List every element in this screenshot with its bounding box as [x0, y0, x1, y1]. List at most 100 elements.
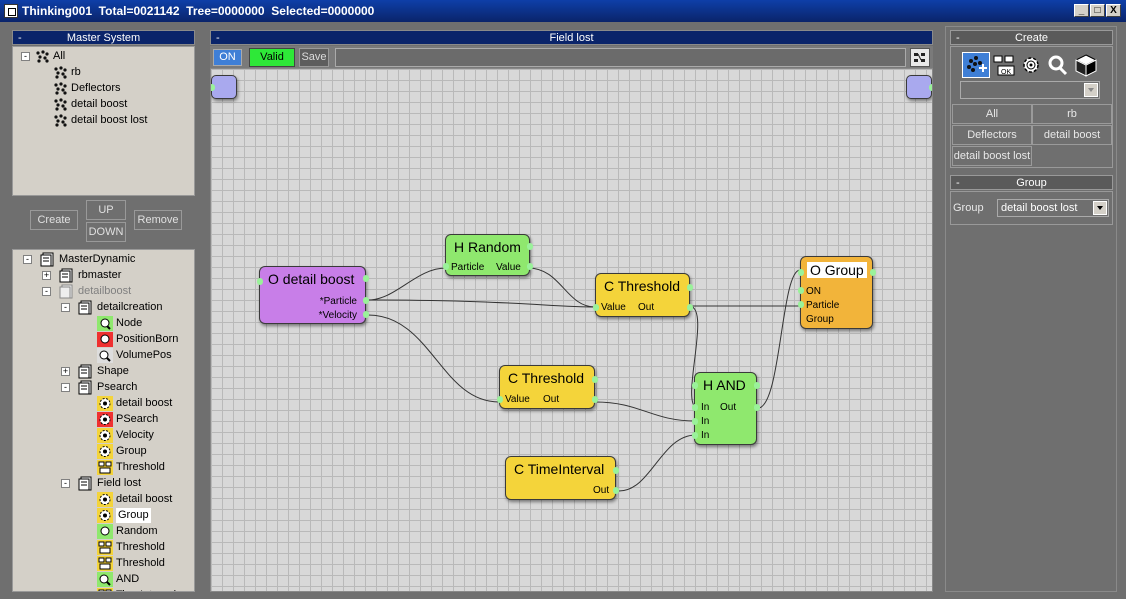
- dynamic-tree-item[interactable]: Node: [116, 317, 143, 329]
- port-label: *Particle: [319, 296, 357, 307]
- node-h-random[interactable]: H Random Particle Value: [443, 234, 533, 276]
- group-panel-title: Group: [1016, 177, 1047, 189]
- dynamic-tree-item[interactable]: Velocity: [116, 429, 154, 441]
- layout-icon[interactable]: [910, 48, 930, 67]
- node-title: C Threshold: [604, 278, 681, 294]
- node-icon: [97, 316, 113, 331]
- tree-expander[interactable]: -: [61, 383, 70, 392]
- master-system-header[interactable]: - Master System: [12, 30, 195, 45]
- minimize-button[interactable]: _: [1074, 4, 1089, 17]
- field-header[interactable]: - Field lost: [210, 30, 933, 45]
- dynamic-tree-item[interactable]: Shape: [97, 365, 129, 377]
- port-label: Value: [496, 262, 521, 273]
- dynamic-tree-item[interactable]: Threshold: [116, 557, 165, 569]
- thresh-icon: [97, 556, 113, 571]
- create-group-detail-boost[interactable]: detail boost: [1032, 125, 1112, 145]
- node-detail-boost[interactable]: O detail boost *Particle *Velocity: [257, 266, 369, 324]
- dynamic-tree-item[interactable]: Random: [116, 525, 158, 537]
- cube-icon[interactable]: [1073, 52, 1099, 78]
- doc-icon: [78, 300, 94, 315]
- node-canvas[interactable]: O detail boost *Particle *Velocity H Ran…: [210, 68, 933, 592]
- window-titlebar: Thinking001 Total=0021142 Tree=0000000 S…: [0, 0, 1126, 22]
- dynamic-tree-item[interactable]: Group: [116, 508, 151, 523]
- particle-add-icon[interactable]: [962, 52, 990, 78]
- node-c-timeinterval[interactable]: C TimeInterval Out: [505, 456, 619, 500]
- dynamic-tree-item[interactable]: detailboost: [78, 285, 132, 297]
- create-group-deflectors[interactable]: Deflectors: [952, 125, 1032, 145]
- create-panel-header[interactable]: - Create: [950, 30, 1113, 45]
- dynamic-tree-item[interactable]: Psearch: [97, 381, 138, 393]
- tree-expander[interactable]: -: [23, 255, 32, 264]
- master-system-item[interactable]: Deflectors: [71, 82, 121, 94]
- port-label: In: [701, 402, 710, 413]
- gear-icon: [97, 492, 113, 507]
- dynamic-tree-item[interactable]: TimeInterval: [116, 588, 176, 591]
- dynamic-tree-item[interactable]: VolumePos: [116, 349, 172, 361]
- doc-icon: [78, 364, 94, 379]
- rand-icon: [97, 524, 113, 539]
- dynamic-tree-item[interactable]: PSearch: [116, 413, 159, 425]
- node-c-threshold-1[interactable]: C Threshold Value Out: [593, 273, 693, 317]
- on-button[interactable]: ON: [213, 49, 242, 66]
- up-button[interactable]: UP: [86, 200, 126, 220]
- gear-icon[interactable]: [1019, 52, 1043, 78]
- dynamic-tree-item[interactable]: MasterDynamic: [59, 253, 136, 265]
- tree-expander[interactable]: +: [61, 366, 70, 376]
- tree-expander[interactable]: -: [61, 479, 70, 488]
- tree-expander[interactable]: -: [42, 287, 51, 296]
- node-h-and[interactable]: H AND In Out In In: [692, 372, 760, 445]
- dynamic-tree-item[interactable]: detail boost: [116, 493, 173, 505]
- valid-button[interactable]: Valid: [249, 48, 295, 67]
- tree-expander[interactable]: -: [21, 52, 30, 61]
- create-group-all[interactable]: All: [952, 104, 1032, 124]
- node-c-threshold-2[interactable]: C Threshold Value Out: [497, 365, 598, 409]
- dynamic-tree-item[interactable]: AND: [116, 573, 140, 585]
- create-group-rb[interactable]: rb: [1032, 104, 1112, 124]
- chevron-down-icon[interactable]: [1093, 201, 1107, 215]
- port-label: Value: [601, 302, 626, 313]
- collapse-icon[interactable]: -: [956, 32, 960, 44]
- create-group-detail-boost-lost[interactable]: detail boost lost: [952, 146, 1032, 166]
- node-o-group[interactable]: O Group ON Particle Group: [798, 256, 876, 329]
- dynamic-tree-item[interactable]: Threshold: [116, 541, 165, 553]
- close-button[interactable]: X: [1106, 4, 1121, 17]
- port-label: ON: [806, 286, 821, 297]
- save-button[interactable]: Save: [299, 48, 329, 67]
- port-label: *Velocity: [318, 310, 357, 321]
- tree-expander[interactable]: +: [42, 270, 51, 280]
- dynamic-tree-item[interactable]: detail boost: [116, 397, 173, 409]
- down-button[interactable]: DOWN: [86, 222, 126, 242]
- output-terminal[interactable]: [906, 75, 932, 99]
- master-system-item[interactable]: rb: [71, 66, 81, 78]
- input-terminal[interactable]: [211, 75, 237, 99]
- dynamic-tree-item[interactable]: rbmaster: [78, 269, 122, 281]
- dynamic-tree-item[interactable]: Field lost: [97, 477, 142, 489]
- dynamic-tree-item[interactable]: detailcreation: [97, 301, 163, 313]
- gear-icon: [97, 396, 113, 411]
- create-dropdown[interactable]: [960, 81, 1100, 99]
- operator-icon[interactable]: OK: [992, 52, 1016, 78]
- collapse-icon[interactable]: -: [18, 32, 22, 44]
- gear-icon: [97, 428, 113, 443]
- tree-expander[interactable]: -: [61, 303, 70, 312]
- remove-button[interactable]: Remove: [134, 210, 182, 230]
- master-system-item[interactable]: All: [53, 50, 66, 62]
- collapse-icon[interactable]: -: [216, 32, 220, 44]
- port-label: Out: [543, 394, 560, 405]
- gear-icon: [97, 444, 113, 459]
- field-toolbar: ON Valid Save: [210, 46, 933, 68]
- wrench-icon[interactable]: [1046, 52, 1070, 78]
- dynamic-tree-item[interactable]: PositionBorn: [116, 333, 179, 345]
- create-button[interactable]: Create: [30, 210, 78, 230]
- master-system-item[interactable]: detail boost: [71, 98, 128, 110]
- dynamic-tree-item[interactable]: Threshold: [116, 461, 165, 473]
- chevron-down-icon[interactable]: [1084, 83, 1098, 97]
- group-panel-header[interactable]: - Group: [950, 175, 1113, 190]
- path-field[interactable]: [335, 48, 906, 67]
- dynamic-tree-item[interactable]: Group: [116, 445, 147, 457]
- master-system-item[interactable]: detail boost lost: [71, 114, 148, 126]
- collapse-icon[interactable]: -: [956, 177, 960, 189]
- maximize-button[interactable]: □: [1090, 4, 1105, 17]
- doc-icon: [78, 380, 94, 395]
- group-select[interactable]: detail boost lost: [997, 199, 1109, 217]
